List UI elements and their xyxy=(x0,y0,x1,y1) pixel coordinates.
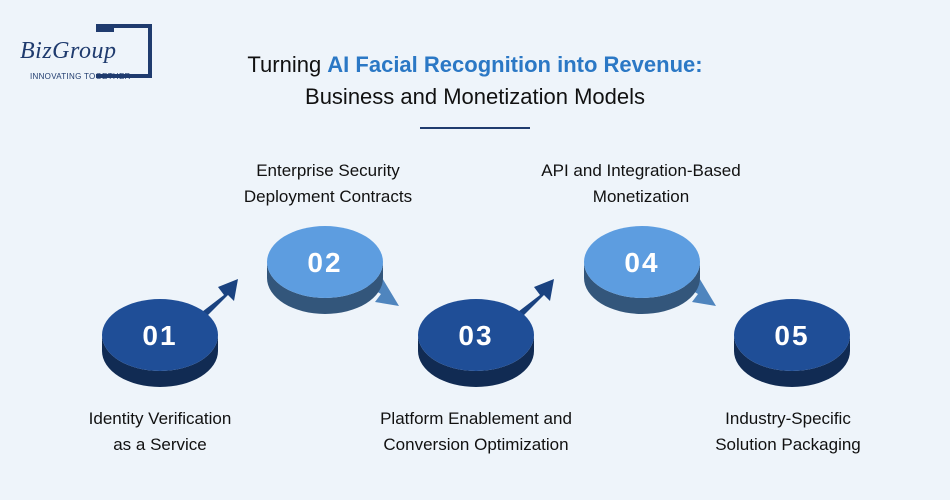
step-01-disc-side xyxy=(102,335,218,387)
logo-name: BizGroup xyxy=(20,38,117,64)
step-01-disc: 01 xyxy=(102,279,238,387)
step-01-disc-top xyxy=(102,299,218,371)
step-04-label-line-2: Monetization xyxy=(592,187,690,206)
step-01-label-line-1: Identity Verification xyxy=(88,409,232,428)
title-highlight: AI Facial Recognition into Revenue: xyxy=(327,52,703,77)
step-04-disc-side xyxy=(584,262,700,314)
step-04-disc: 04 xyxy=(584,226,716,314)
step-01-label-line-2: as a Service xyxy=(113,435,207,454)
step-04-label: API and Integration-Based Monetization xyxy=(511,158,771,210)
step-02-label-line-2: Deployment Contracts xyxy=(243,187,413,206)
step-03-disc-top xyxy=(418,299,534,371)
step-05-disc: 05 xyxy=(734,299,850,387)
step-01-number: 01 xyxy=(142,320,177,351)
step-02-number: 02 xyxy=(307,247,342,278)
step-05-label-line-2: Solution Packaging xyxy=(715,435,861,454)
bizgroup-logo: BizGroup INNOVATING TOGETHER xyxy=(20,24,160,86)
step-02-disc: 02 xyxy=(267,226,399,314)
title-divider xyxy=(420,127,530,129)
step-03-arrow-icon xyxy=(514,279,554,319)
step-02-disc-side xyxy=(267,262,383,314)
step-05-disc-top xyxy=(734,299,850,371)
step-05-disc-side xyxy=(734,335,850,387)
title-prefix: Turning xyxy=(247,52,328,77)
step-04-disc-top xyxy=(584,226,700,298)
step-05-label: Industry-Specific Solution Packaging xyxy=(658,406,918,458)
page-title-line-2: Business and Monetization Models xyxy=(305,84,645,109)
step-03-label-line-2: Conversion Optimization xyxy=(383,435,569,454)
step-02-disc-top xyxy=(267,226,383,298)
step-02-label: Enterprise Security Deployment Contracts xyxy=(198,158,458,210)
logo-frame-icon xyxy=(96,24,152,78)
step-01-label: Identity Verification as a Service xyxy=(30,406,290,458)
step-02-label-line-1: Enterprise Security xyxy=(256,161,400,180)
step-05-number: 05 xyxy=(774,320,809,351)
logo-tagline: INNOVATING TOGETHER xyxy=(30,72,131,81)
step-05-label-line-1: Industry-Specific xyxy=(725,409,851,428)
step-01-arrow-icon xyxy=(198,279,238,319)
step-04-label-line-1: API and Integration-Based xyxy=(541,161,741,180)
step-03-label: Platform Enablement and Conversion Optim… xyxy=(346,406,606,458)
step-03-label-line-1: Platform Enablement and xyxy=(380,409,572,428)
step-03-disc: 03 xyxy=(418,279,554,387)
step-03-disc-side xyxy=(418,335,534,387)
step-03-number: 03 xyxy=(458,320,493,351)
step-04-number: 04 xyxy=(624,247,659,278)
page-title-line-1: Turning AI Facial Recognition into Reven… xyxy=(0,50,950,80)
